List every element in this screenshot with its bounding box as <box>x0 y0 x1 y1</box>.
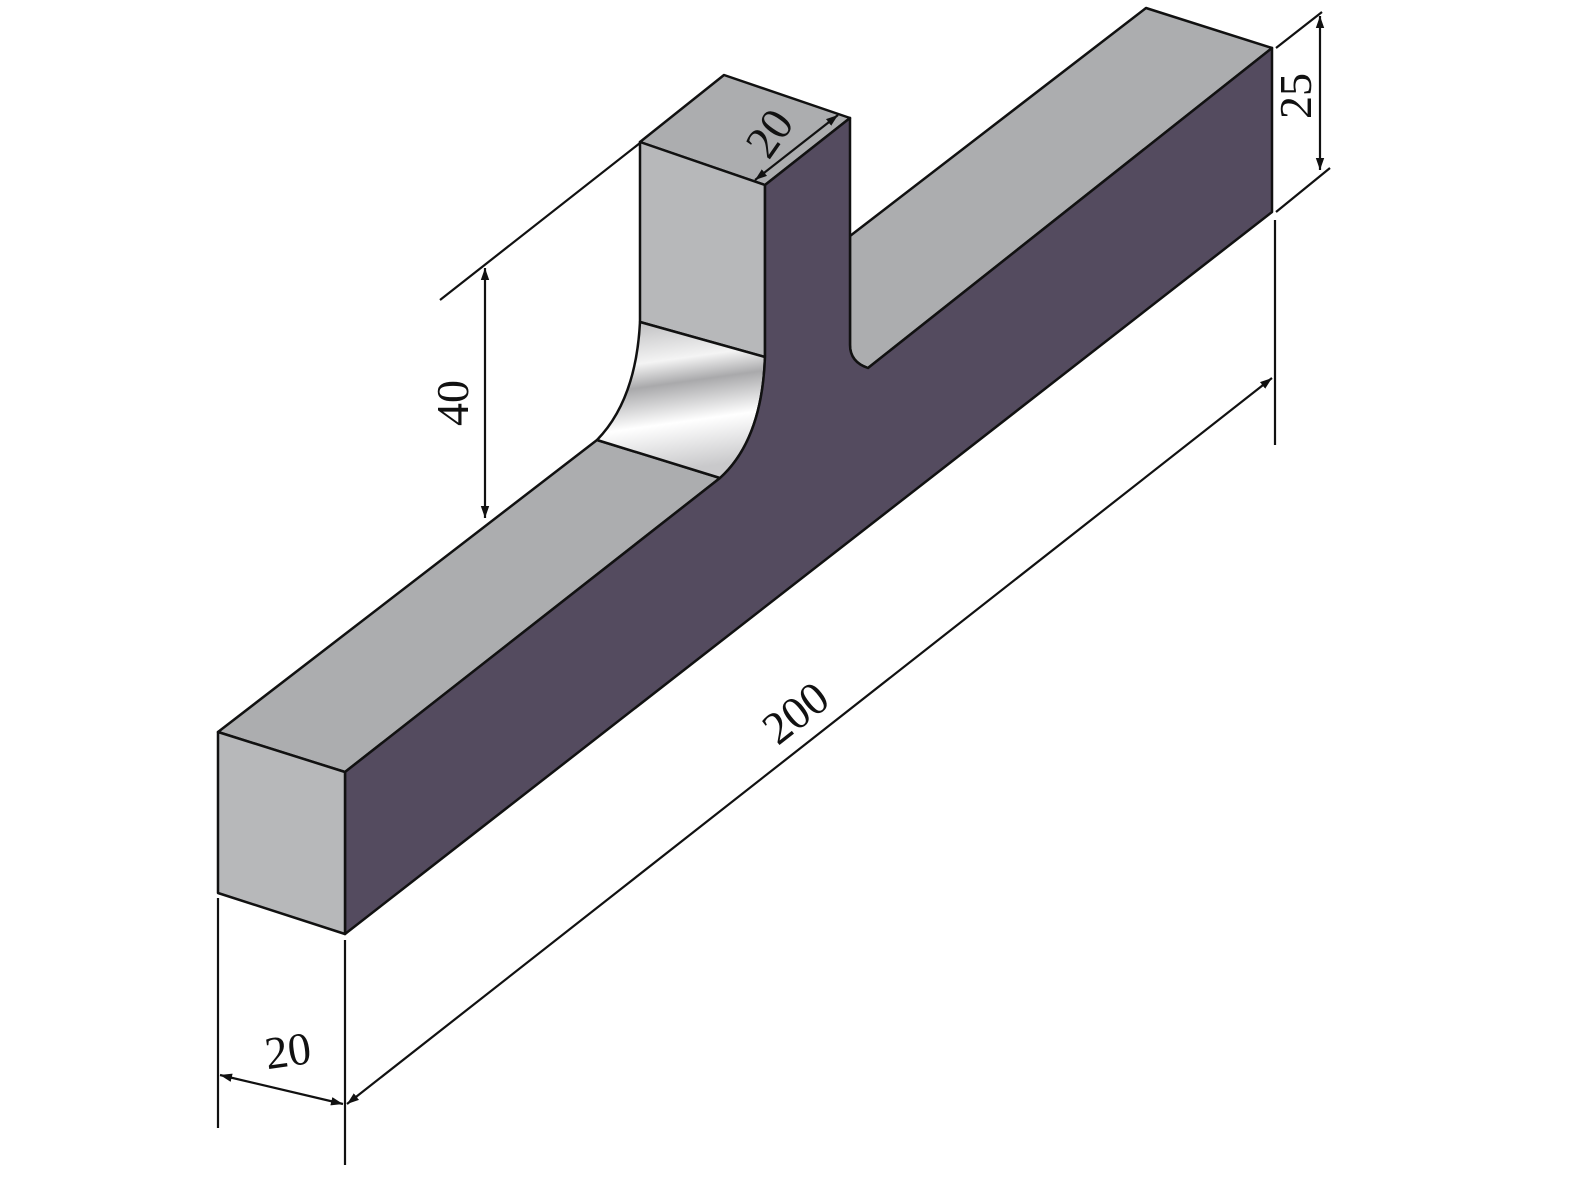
dimension-arrow-stem-20 <box>754 114 839 181</box>
extension-line-25-top <box>1275 11 1323 49</box>
extension-line-40 <box>439 142 641 301</box>
dimension-arrow-200 <box>346 377 1273 1105</box>
dimension-label-200: 200 <box>753 671 839 754</box>
dimension-label-bar-20: 20 <box>262 1022 315 1079</box>
dimension-arrow-bar-20 <box>219 1073 344 1106</box>
extension-line-25-bottom <box>1275 167 1331 213</box>
dimension-label-40: 40 <box>427 380 478 426</box>
end-face <box>216 730 347 936</box>
dimension-label-25: 25 <box>1270 73 1321 119</box>
